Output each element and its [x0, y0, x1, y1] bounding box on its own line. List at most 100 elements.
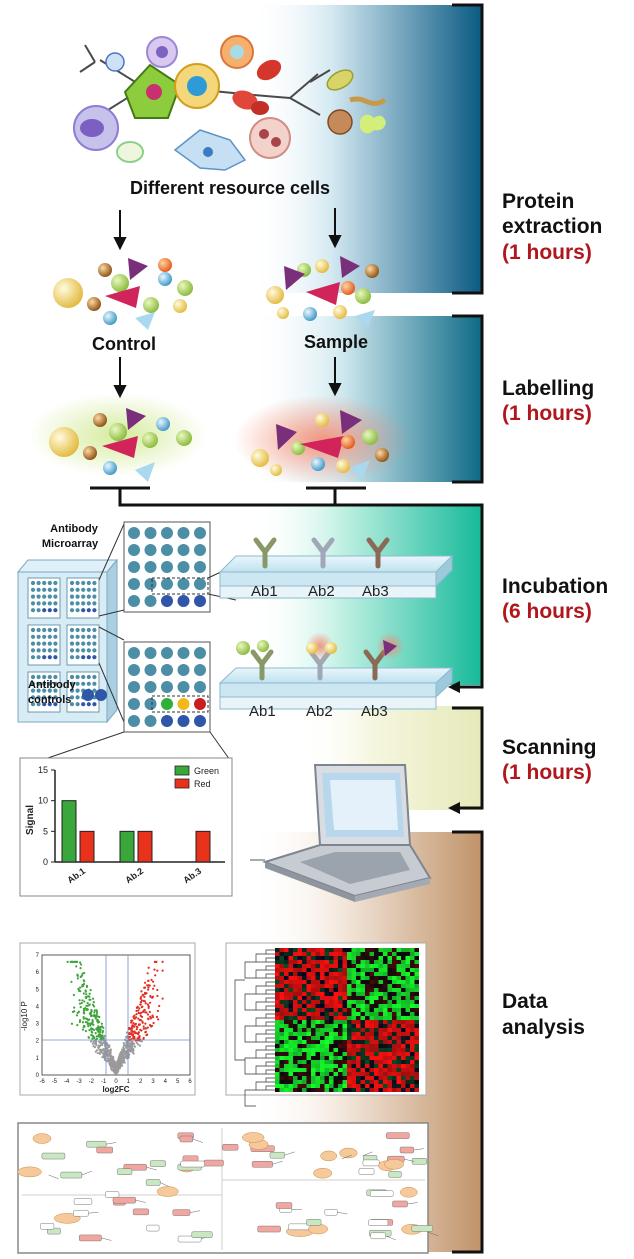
heatmap-cell	[365, 1088, 370, 1092]
step-4-duration: (1 hours)	[502, 761, 592, 784]
volcano-point	[92, 1035, 95, 1038]
heatmap-cell	[360, 952, 365, 956]
array-spot	[161, 681, 173, 693]
volcano-point	[88, 992, 91, 995]
heatmap-cell	[347, 1072, 352, 1076]
heatmap-cell	[369, 960, 374, 964]
heatmap-cell	[365, 1076, 370, 1080]
band-protein-extraction	[250, 5, 482, 293]
heatmap-cell	[414, 1076, 419, 1080]
volcano-point	[72, 993, 75, 997]
volcano-point	[87, 1024, 90, 1028]
heatmap-cell	[351, 1024, 356, 1028]
heatmap-cell	[293, 1040, 298, 1044]
heatmap-cell	[396, 1056, 401, 1060]
heatmap-cell	[275, 1072, 280, 1076]
heatmap-cell	[392, 1004, 397, 1008]
heatmap-cell	[383, 1036, 388, 1040]
heatmap-cell	[338, 1024, 343, 1028]
mini-spot	[92, 681, 97, 686]
step-5-line2: analysis	[502, 1016, 585, 1039]
array-spot	[177, 715, 190, 727]
heatmap-cell	[302, 1000, 307, 1004]
heatmap-cell	[387, 972, 392, 976]
bar-ylabel: Signal	[25, 805, 36, 835]
heatmap-cell	[360, 1008, 365, 1012]
array-spot	[194, 595, 206, 607]
heatmap-cell	[284, 1080, 289, 1084]
heatmap-cell	[369, 976, 374, 980]
heatmap-cell	[356, 1088, 361, 1092]
volcano-point	[90, 1008, 93, 1012]
heatmap-cell	[378, 1060, 383, 1064]
heatmap-cell	[369, 1084, 374, 1088]
pathway-node	[191, 1231, 213, 1238]
heatmap-cell	[414, 1088, 419, 1092]
heatmap-cell	[410, 968, 415, 972]
heatmap-cell	[275, 1024, 280, 1028]
volcano-point	[132, 1015, 135, 1018]
heatmap-cell	[302, 1036, 307, 1040]
volcano-point	[144, 1011, 147, 1014]
heatmap-cell	[387, 1020, 392, 1024]
heatmap-cell	[387, 1004, 392, 1008]
heatmap-cell	[288, 1020, 293, 1024]
volcano-point	[102, 1026, 105, 1029]
heatmap-cell	[315, 984, 320, 988]
heatmap-cell	[338, 984, 343, 988]
heatmap-cell	[311, 1076, 316, 1080]
heatmap-cell	[311, 1000, 316, 1004]
heatmap-cell	[302, 984, 307, 988]
heatmap-cell	[351, 1076, 356, 1080]
volcano-point	[139, 997, 142, 1000]
heatmap-cell	[279, 1016, 284, 1020]
heatmap-cell	[396, 1080, 401, 1084]
heatmap-cell	[288, 964, 293, 968]
heatmap-cell	[279, 952, 284, 956]
heatmap-cell	[333, 1068, 338, 1072]
volcano-point	[131, 1027, 134, 1030]
heatmap-cell	[374, 996, 379, 1000]
volcano-point	[81, 1028, 85, 1031]
volcano-point	[132, 1042, 136, 1045]
heatmap-cell	[329, 948, 334, 952]
heatmap-cell	[374, 1044, 379, 1048]
heatmap-cell	[369, 1088, 374, 1092]
bar-red	[137, 830, 153, 863]
heatmap-cell	[396, 1004, 401, 1008]
heatmap-cell	[302, 976, 307, 980]
bar-red	[79, 830, 95, 863]
heatmap-cell	[396, 952, 401, 956]
mini-spot	[81, 594, 86, 599]
volcano-point	[73, 1006, 76, 1009]
heatmap-cell	[356, 1012, 361, 1016]
heatmap-cell	[356, 988, 361, 992]
heatmap-cell	[387, 976, 392, 980]
heatmap-cell	[369, 1040, 374, 1044]
heatmap-cell	[347, 948, 352, 952]
heatmap-cell	[306, 1060, 311, 1064]
heatmap-cell	[315, 976, 320, 980]
volcano-point	[85, 1007, 89, 1011]
volcano-point	[135, 1028, 138, 1031]
bar-green	[61, 800, 77, 863]
mini-spot	[92, 702, 97, 707]
volcano-point	[147, 966, 150, 969]
heatmap-cell	[405, 984, 410, 988]
volcano-point	[132, 1021, 135, 1025]
heatmap-cell	[293, 1036, 298, 1040]
heatmap-cell	[320, 1040, 325, 1044]
heatmap-cell	[374, 964, 379, 968]
heatmap-cell	[356, 1004, 361, 1008]
volcano-xtick-label: 6	[188, 1079, 192, 1085]
mini-spot	[69, 608, 75, 613]
heatmap-cell	[279, 1068, 284, 1072]
array-spot	[194, 544, 206, 556]
volcano-point	[116, 1064, 119, 1067]
heatmap-cell	[374, 1004, 379, 1008]
heatmap-cell	[369, 1076, 374, 1080]
heatmap-cell	[311, 964, 316, 968]
heatmap-cell	[293, 980, 298, 984]
heatmap-cell	[365, 964, 370, 968]
volcano-point	[71, 960, 74, 963]
